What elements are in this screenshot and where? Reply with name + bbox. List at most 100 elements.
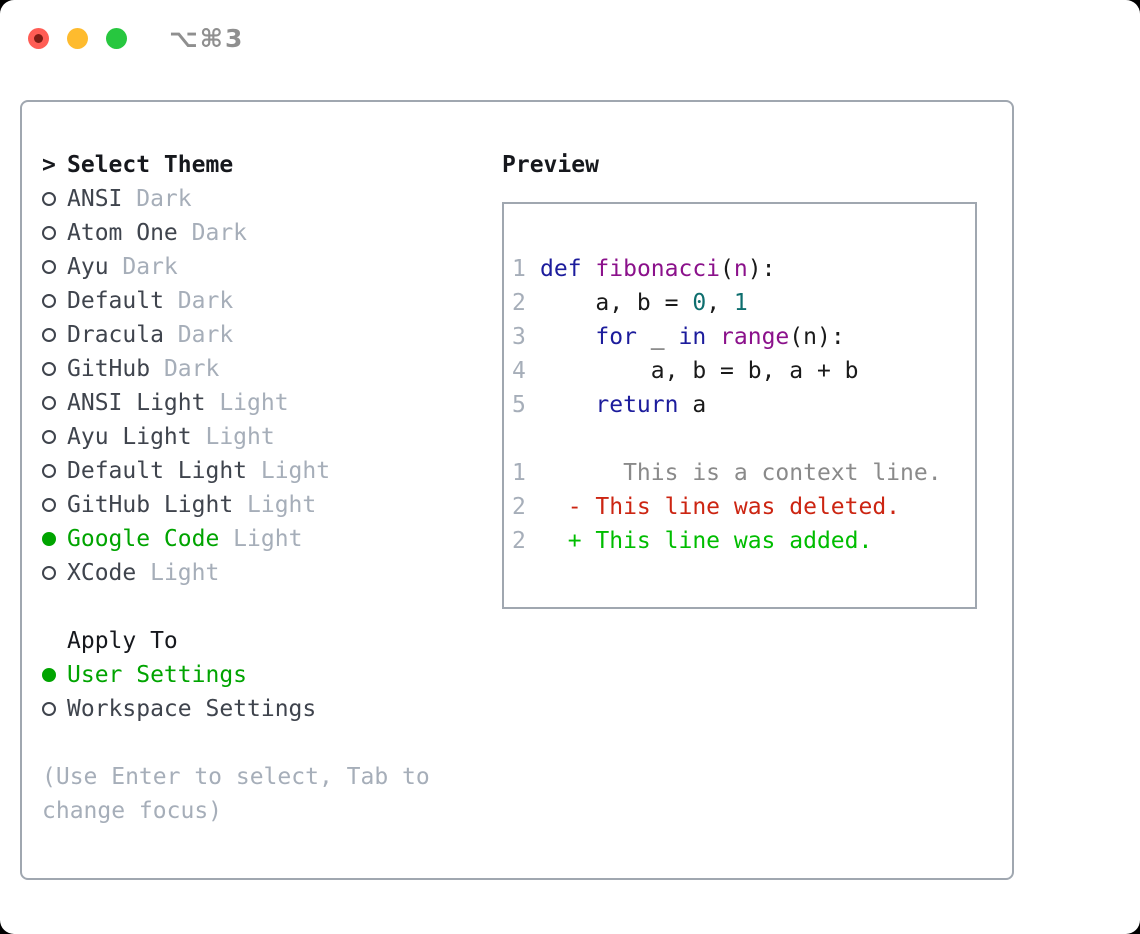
diff-text: This is a context line.	[540, 460, 942, 486]
code-token	[540, 392, 595, 418]
theme-variant: Light	[233, 492, 317, 518]
code-token: for	[595, 324, 637, 350]
option-label: Ayu Light	[67, 424, 192, 450]
code-token: return	[595, 392, 679, 418]
radio-icon	[42, 430, 56, 444]
theme-variant: Dark	[150, 356, 220, 382]
radio-icon	[42, 294, 56, 308]
code-token: (	[720, 256, 734, 282]
theme-variant: Light	[205, 390, 289, 416]
theme-variant: Dark	[163, 322, 234, 348]
diff-text: - This line was deleted.	[540, 494, 901, 520]
option-label: GitHub Light	[67, 492, 234, 518]
code-line: 5 return a	[512, 388, 975, 422]
apply-row-user-settings[interactable]: User Settings	[42, 658, 430, 692]
theme-row-ayu[interactable]: Ayu Dark	[42, 250, 430, 284]
theme-variant: Light	[136, 560, 220, 586]
theme-row-ansi-light[interactable]: ANSI Light Light	[42, 386, 430, 420]
code-token: a	[678, 392, 707, 418]
line-number: 5	[512, 392, 526, 418]
code-token: n	[733, 256, 748, 282]
radio-icon	[42, 226, 56, 240]
radio-selected-icon	[42, 668, 56, 682]
radio-icon	[42, 192, 56, 206]
theme-variant: Dark	[177, 220, 248, 246]
theme-variant: Dark	[122, 186, 192, 212]
theme-row-default-light[interactable]: Default Light Light	[42, 454, 430, 488]
option-label: ANSI	[67, 186, 123, 212]
cursor-prompt-icon: >	[42, 152, 56, 178]
option-label: ANSI Light	[67, 390, 206, 416]
theme-row-google-code[interactable]: Google Code Light	[42, 522, 430, 556]
theme-row-ansi[interactable]: ANSI Dark	[42, 182, 430, 216]
theme-row-dracula[interactable]: Dracula Dark	[42, 318, 430, 352]
code-line: 4 a, b = b, a + b	[512, 354, 975, 388]
code-token: 0	[692, 290, 707, 316]
theme-row-github-light[interactable]: GitHub Light Light	[42, 488, 430, 522]
code-token	[706, 324, 720, 350]
line-number: 2	[512, 494, 526, 520]
theme-row-github[interactable]: GitHub Dark	[42, 352, 430, 386]
option-label: GitHub	[67, 356, 151, 382]
radio-icon	[42, 702, 56, 716]
spacer	[42, 726, 430, 760]
close-button[interactable]	[28, 27, 49, 49]
titlebar: ⌥⌘3	[28, 24, 244, 53]
radio-icon	[42, 498, 56, 512]
theme-row-xcode[interactable]: XCode Light	[42, 556, 430, 590]
radio-icon	[42, 362, 56, 376]
theme-row-default[interactable]: Default Dark	[42, 284, 430, 318]
line-number: 2	[512, 290, 526, 316]
minimize-button[interactable]	[67, 27, 88, 49]
option-label: Default Light	[67, 458, 248, 484]
code-token: ,	[706, 290, 734, 316]
code-token: fibonacci	[595, 256, 721, 282]
option-label: Ayu	[67, 254, 109, 280]
code-token: a, b =	[540, 290, 693, 316]
option-label: Default	[67, 288, 164, 314]
code-token: 1	[733, 290, 748, 316]
theme-variant: Light	[191, 424, 275, 450]
radio-icon	[42, 566, 56, 580]
line-number: 1	[512, 256, 526, 282]
radio-icon	[42, 464, 56, 478]
apply-to-header: Apply To	[67, 628, 178, 654]
diff-line-context: 1 This is a context line.	[512, 456, 975, 490]
line-number: 4	[512, 358, 526, 384]
apply-row-workspace-settings[interactable]: Workspace Settings	[42, 692, 430, 726]
theme-variant: Light	[247, 458, 331, 484]
maximize-button[interactable]	[106, 27, 127, 49]
theme-row-atom-one[interactable]: Atom One Dark	[42, 216, 430, 250]
code-token: in	[678, 324, 707, 350]
option-label: Atom One	[67, 220, 178, 246]
diff-line-deleted: 2 - This line was deleted.	[512, 490, 975, 524]
radio-selected-icon	[42, 532, 56, 546]
code-token: (n):	[789, 324, 845, 350]
theme-row-ayu-light[interactable]: Ayu Light Light	[42, 420, 430, 454]
code-token: a, b = b, a + b	[540, 358, 859, 384]
option-label: Google Code	[67, 526, 220, 552]
code-token	[540, 324, 595, 350]
window-title: ⌥⌘3	[169, 23, 245, 53]
radio-icon	[42, 328, 56, 342]
line-number: 2	[512, 528, 526, 554]
theme-variant: Dark	[108, 254, 178, 280]
spacer	[512, 422, 975, 456]
code-token	[582, 256, 596, 282]
select-theme-header: > Select Theme	[42, 148, 430, 182]
code-token: _	[636, 324, 679, 350]
diff-line-added: 2 + This line was added.	[512, 524, 975, 558]
spacer	[42, 590, 430, 624]
theme-variant: Light	[219, 526, 303, 552]
preview-header: Preview	[502, 152, 599, 178]
option-label: Dracula	[67, 322, 164, 348]
line-number: 1	[512, 460, 526, 486]
select-theme-title: Select Theme	[67, 152, 234, 178]
option-label: User Settings	[67, 662, 248, 688]
radio-icon	[42, 260, 56, 274]
